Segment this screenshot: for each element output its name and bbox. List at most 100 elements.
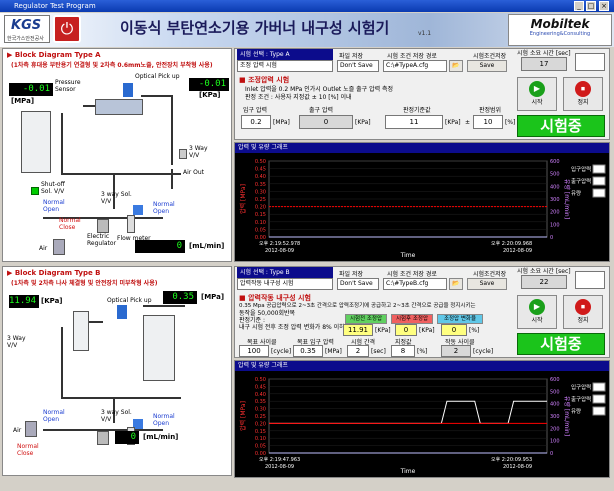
pipe bbox=[113, 175, 115, 209]
y2-axis-label: 유량 [mL/min] bbox=[563, 396, 570, 436]
pipe bbox=[141, 95, 173, 97]
folder-button-a[interactable]: 📂 bbox=[449, 60, 463, 72]
panel-a-normal-open2-label: Normal Open bbox=[153, 201, 175, 215]
stop-icon: ⏹ bbox=[575, 299, 591, 315]
panel-b-outlet-unit: [MPa] bbox=[201, 293, 225, 301]
regulator-body bbox=[95, 99, 143, 115]
y-tick-label: 0.35 bbox=[255, 182, 266, 188]
test-title-b: ■ 압력작동 내구성 시험 bbox=[239, 294, 311, 302]
after-unit-b: [KPa] bbox=[419, 327, 435, 334]
y2-tick-label: 600 bbox=[550, 159, 560, 165]
power-button[interactable]: ⏻ bbox=[53, 15, 81, 43]
stop-button-b[interactable]: ⏹ 정지 bbox=[563, 295, 603, 329]
chart-b-title: 압력 및 유량 그래프 bbox=[235, 361, 609, 371]
test-select-b[interactable]: 압력작동 내구성 시험 bbox=[237, 278, 333, 290]
y2-tick-label: 100 bbox=[550, 439, 560, 445]
path-input-b[interactable]: C:\#TypeB.cfg bbox=[383, 278, 447, 290]
y-tick-label: 0.25 bbox=[255, 197, 266, 203]
legend-label: 출구압력 bbox=[571, 395, 591, 403]
y-tick-label: 0.40 bbox=[255, 392, 266, 398]
target-value-b[interactable]: 0.35 bbox=[293, 345, 323, 357]
legend-swatch bbox=[592, 406, 606, 416]
y-axis-label: 압력 [MPa] bbox=[239, 184, 247, 214]
start-button-a[interactable]: ▶ 시작 bbox=[517, 77, 557, 111]
regulator-body-b bbox=[73, 311, 89, 351]
legend-label: 출구압력 bbox=[571, 177, 591, 185]
judge-value-a[interactable]: 11 bbox=[385, 115, 443, 129]
before-button-b[interactable]: 시험전 조정압 bbox=[345, 314, 387, 324]
y-tick-label: 0.15 bbox=[255, 429, 266, 435]
elapsed-head-a: 시험 소요 시간 [sec] bbox=[517, 50, 571, 57]
status-indicator-b: 시험중 bbox=[517, 333, 605, 355]
pipe bbox=[83, 105, 103, 107]
change-button-b[interactable]: 조정압 변화율 bbox=[437, 314, 483, 324]
path-input-a[interactable]: C:\#TypeA.cfg bbox=[383, 60, 447, 72]
folder-button-b[interactable]: 📂 bbox=[449, 278, 463, 290]
range-unit-a: [%] bbox=[505, 119, 516, 126]
pipe bbox=[83, 321, 103, 323]
app-title: 이동식 부탄연소기용 가버너 내구성 시험기 bbox=[120, 19, 390, 37]
panel-a-air-out-label: Air Out bbox=[183, 169, 205, 176]
range-value-a[interactable]: 10 bbox=[473, 115, 503, 129]
app-version: v1.1 bbox=[418, 30, 432, 37]
start-button-b[interactable]: ▶ 시작 bbox=[517, 295, 557, 329]
y-tick-label: 0.10 bbox=[255, 436, 266, 442]
select-head-a: 시험 선택 : Type A bbox=[237, 49, 333, 60]
maximize-button[interactable]: □ bbox=[586, 1, 596, 11]
panel-a-shutoff-label: Shut-off Sol. V/V bbox=[41, 181, 65, 195]
start-label-a: 시작 bbox=[531, 99, 543, 106]
cycle-label-b: 목표 사이클 bbox=[247, 339, 277, 346]
outlet-value-a: 0 bbox=[299, 115, 353, 129]
pipe bbox=[171, 169, 173, 189]
panel-a-normal-open-label: Normal Open bbox=[43, 199, 65, 213]
optical-pickup-icon bbox=[117, 305, 127, 319]
save-button-a[interactable]: Save bbox=[467, 60, 507, 72]
y-tick-label: 0.00 bbox=[255, 235, 266, 241]
outlet-unit-a: [KPa] bbox=[355, 119, 371, 126]
inlet-value-a[interactable]: 0.2 bbox=[241, 115, 271, 129]
play-icon: ▶ bbox=[529, 299, 545, 315]
minimize-button[interactable]: _ bbox=[574, 1, 584, 11]
test-select-a[interactable]: 조정 압력 시험 bbox=[237, 60, 333, 72]
x-end-label: 오후 2:20:09.968 bbox=[491, 241, 532, 247]
save-select-b[interactable]: Don't Save bbox=[337, 278, 379, 290]
test-desc-b4: 내구 시험 전후 조정 압력 변화가 8% 이하 bbox=[239, 324, 345, 331]
stop-button-a[interactable]: ⏹ 정지 bbox=[563, 77, 603, 111]
air-filter-icon bbox=[53, 239, 65, 255]
elapsed-indicator-a bbox=[575, 53, 605, 71]
save-button-b[interactable]: Save bbox=[467, 278, 507, 290]
cycle-value-b[interactable]: 100 bbox=[239, 345, 269, 357]
y-tick-label: 0.35 bbox=[255, 399, 266, 405]
y-tick-label: 0.30 bbox=[255, 407, 266, 413]
save-select-a[interactable]: Don't Save bbox=[337, 60, 379, 72]
path-head-b: 시험 조건 저장 경로 bbox=[387, 271, 437, 278]
test-desc-b3: 판정기준 : bbox=[239, 317, 266, 324]
y-tick-label: 0.20 bbox=[255, 421, 266, 427]
after-button-b[interactable]: 시험후 조정압 bbox=[391, 314, 433, 324]
electric-regulator-icon bbox=[97, 431, 109, 445]
stop-label-b: 정지 bbox=[577, 317, 589, 324]
test-desc-b1: 0.35 Mpa 공급압력으로 2~3초 간격으로 압력조정기에 공급하고 2~… bbox=[239, 303, 476, 309]
pipe bbox=[61, 327, 63, 397]
y-tick-label: 0.05 bbox=[255, 227, 266, 233]
jitter-value-b[interactable]: 8 bbox=[391, 345, 415, 357]
close-button[interactable]: × bbox=[599, 1, 609, 11]
y-axis-label: 압력 [MPa] bbox=[239, 401, 247, 431]
path-head-a: 시험 조건 저장 경로 bbox=[387, 53, 437, 60]
y2-tick-label: 500 bbox=[550, 172, 560, 178]
interval-value-b[interactable]: 2 bbox=[347, 345, 369, 357]
sol-valve-icon bbox=[133, 205, 143, 215]
change-value-b: 0 bbox=[441, 324, 467, 336]
y2-tick-label: 300 bbox=[550, 197, 560, 203]
x-axis-label: Time bbox=[400, 468, 416, 475]
chart-a-title: 압력 및 유량 그래프 bbox=[235, 143, 609, 153]
y2-tick-label: 400 bbox=[550, 402, 560, 408]
sol-valve-icon bbox=[133, 419, 143, 429]
panel-b-subtitle: (1차측 및 2차측 나사 체결형 및 안전장치 미부착형 사용) bbox=[11, 280, 158, 287]
target-unit-b: [MPa] bbox=[325, 348, 342, 355]
diagram-panel-b: ▶ Block Diagram Type B (1차측 및 2차측 나사 체결형… bbox=[2, 266, 232, 476]
panel-a-optical-label: Optical Pick up bbox=[135, 73, 180, 80]
start-label-b: 시작 bbox=[531, 317, 543, 324]
panel-a-flow-display: 0 bbox=[135, 240, 185, 253]
